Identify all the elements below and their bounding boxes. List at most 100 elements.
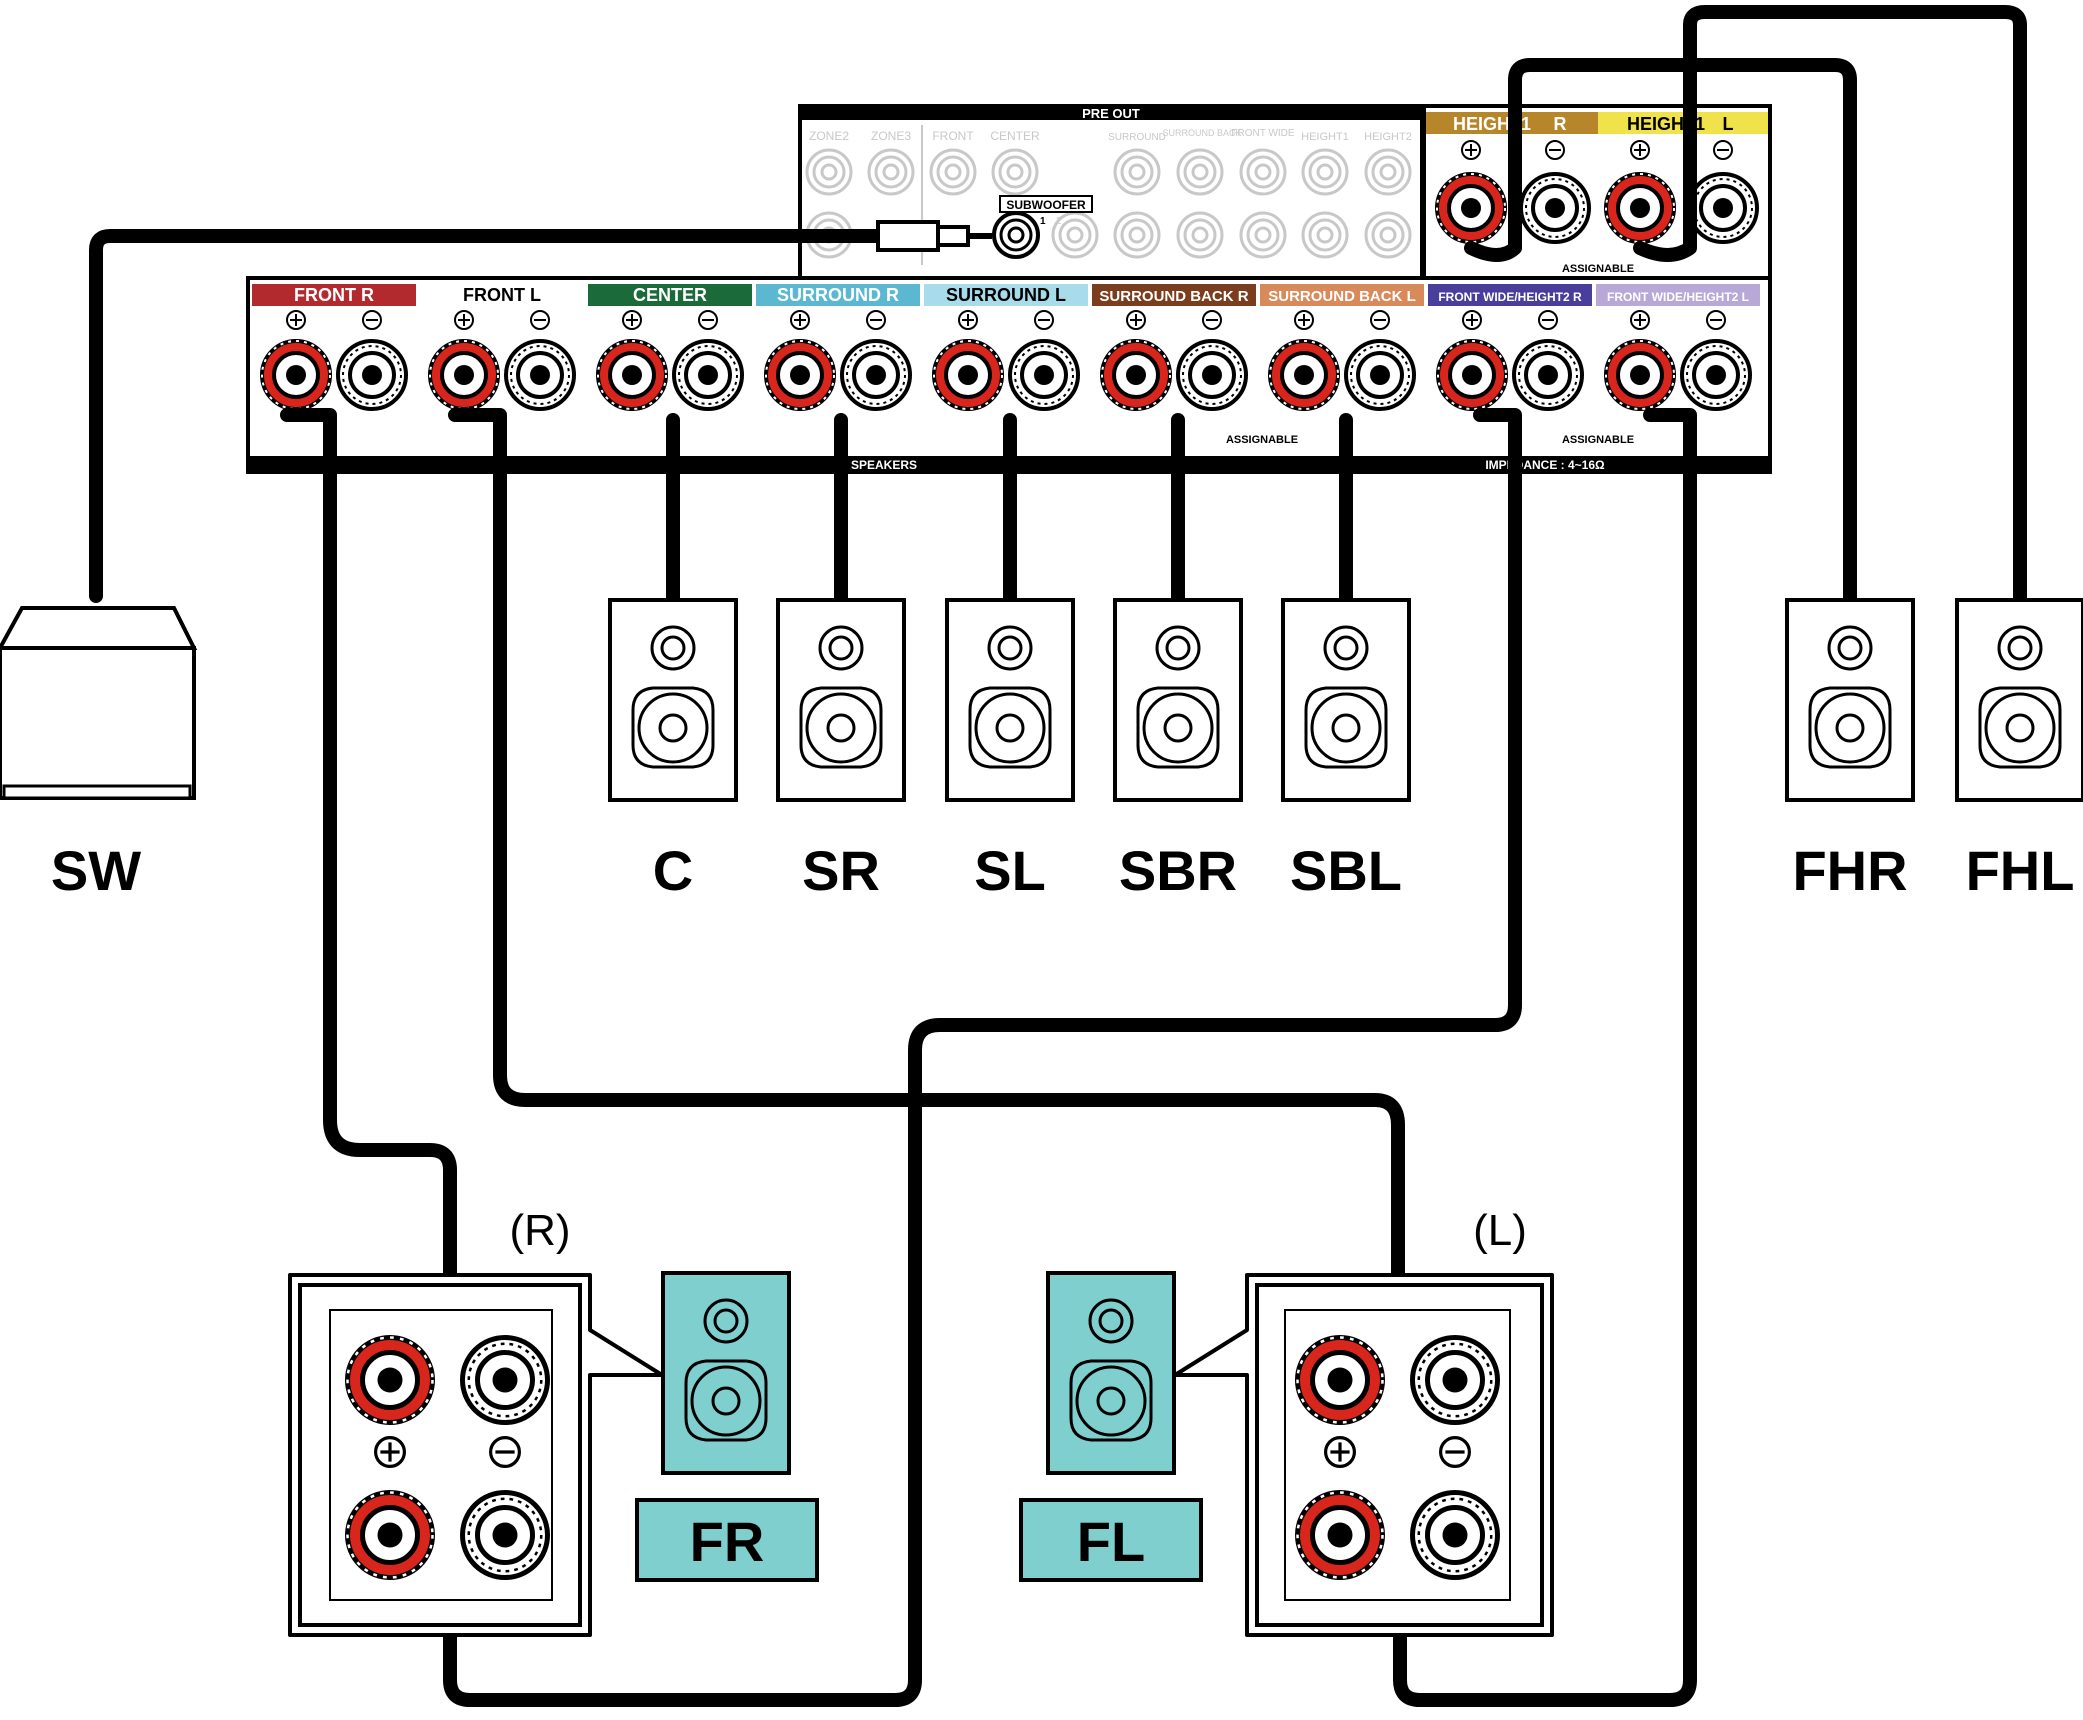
- binding-post-icon[interactable]: [1604, 172, 1676, 244]
- plus-icon: [286, 310, 306, 330]
- pre-out-label: ZONE2: [809, 129, 849, 143]
- pre-out-jack[interactable]: [1364, 148, 1412, 196]
- binding-post-icon[interactable]: [463, 1493, 548, 1578]
- pre-out-jack[interactable]: [1301, 148, 1349, 196]
- binding-post-icon[interactable]: [672, 339, 744, 411]
- minus-icon: [1438, 1436, 1472, 1469]
- binding-post-icon[interactable]: [1519, 172, 1591, 244]
- minus-icon: [1202, 310, 1222, 330]
- binding-post-icon[interactable]: [1176, 339, 1248, 411]
- plus-icon: [1461, 140, 1481, 160]
- height1-r-side: R: [1554, 114, 1567, 134]
- binding-post-icon[interactable]: [1344, 339, 1416, 411]
- binding-post-icon[interactable]: [764, 339, 836, 411]
- plus-icon: [1462, 310, 1482, 330]
- plus-icon: [622, 310, 642, 330]
- channel-mark-r: (R): [509, 1206, 570, 1255]
- speaker-icon: [1046, 1271, 1176, 1475]
- binding-post-icon[interactable]: [504, 339, 576, 411]
- assignable-label: ASSIGNABLE: [1226, 434, 1298, 446]
- pre-out-label: SURROUND: [1108, 132, 1166, 143]
- binding-post-icon[interactable]: [596, 339, 668, 411]
- pre-out-jack[interactable]: [1301, 211, 1349, 259]
- binding-post-icon[interactable]: [1268, 339, 1340, 411]
- pre-out-jack[interactable]: [1113, 211, 1161, 259]
- pre-out-jack[interactable]: [867, 148, 915, 196]
- binding-post-icon[interactable]: [1604, 339, 1676, 411]
- minus-icon: [1713, 140, 1733, 160]
- minus-icon: [362, 310, 382, 330]
- subwoofer-cable: [89, 229, 887, 603]
- pre-out-jack[interactable]: [929, 148, 977, 196]
- minus-icon: [1370, 310, 1390, 330]
- pre-out-jack[interactable]: [991, 148, 1039, 196]
- height-speakers: FHR FHL: [1785, 598, 2083, 902]
- pre-out-label: HEIGHT1: [1301, 131, 1349, 143]
- minus-icon: [1034, 310, 1054, 330]
- speaker-label-sbl: SBL: [1290, 839, 1402, 902]
- binding-post-icon[interactable]: [1298, 1338, 1383, 1423]
- binding-post-icon[interactable]: [840, 339, 912, 411]
- pre-out-jack[interactable]: [1364, 211, 1412, 259]
- minus-icon: [489, 1436, 522, 1469]
- subwoofer-number: 1: [1040, 216, 1046, 227]
- pre-out-jack[interactable]: [1113, 148, 1161, 196]
- binding-post-icon[interactable]: [1687, 172, 1759, 244]
- channel-header: [252, 284, 416, 306]
- minus-icon: [1538, 310, 1558, 330]
- binding-post-icon[interactable]: [348, 1493, 433, 1578]
- minus-icon: [530, 310, 550, 330]
- channel-header-label: FRONT WIDE/HEIGHT2 L: [1607, 290, 1749, 304]
- binding-post-icon[interactable]: [336, 339, 408, 411]
- binding-post-icon[interactable]: [932, 339, 1004, 411]
- subwoofer-unit: SW: [0, 606, 198, 902]
- assignable-label: ASSIGNABLE: [1562, 434, 1634, 446]
- binding-post-icon[interactable]: [463, 1338, 548, 1423]
- channel-header: [1596, 284, 1760, 306]
- pre-out-jack[interactable]: [1239, 211, 1287, 259]
- impedance-label: IMPEDANCE : 4~16Ω: [1485, 458, 1605, 472]
- speaker-icon: [945, 598, 1075, 802]
- subwoofer-jack[interactable]: [992, 211, 1040, 259]
- pre-out-jack[interactable]: [805, 148, 853, 196]
- channel-header: [420, 284, 584, 306]
- pre-out-jack[interactable]: [1239, 148, 1287, 196]
- plus-icon: [374, 1436, 407, 1469]
- pre-out-jack[interactable]: [1176, 148, 1224, 196]
- sw-label: SW: [51, 839, 141, 902]
- speaker-wires: [89, 5, 2027, 1707]
- minus-icon: [866, 310, 886, 330]
- pre-out-label: CENTER: [990, 129, 1040, 143]
- binding-post-icon[interactable]: [348, 1338, 433, 1423]
- binding-post-icon[interactable]: [1298, 1493, 1383, 1578]
- speaker-icon: [776, 598, 906, 802]
- binding-post-icon[interactable]: [1100, 339, 1172, 411]
- subwoofer-label: SUBWOOFER: [1006, 198, 1086, 212]
- binding-post-icon[interactable]: [1413, 1338, 1498, 1423]
- speaker-icon: [1955, 598, 2083, 802]
- pre-out-jack[interactable]: [1176, 211, 1224, 259]
- binding-post-icon[interactable]: [1680, 339, 1752, 411]
- binding-post-icon[interactable]: [1512, 339, 1584, 411]
- channel-header-label: FRONT R: [294, 285, 374, 305]
- height1-l-side: L: [1723, 114, 1734, 134]
- binding-post-icon[interactable]: [1008, 339, 1080, 411]
- speaker-label-fhr: FHR: [1792, 839, 1907, 902]
- rca-plug-icon: [876, 220, 992, 252]
- channel-header-label: SURROUND BACK L: [1268, 288, 1416, 305]
- plus-icon: [1126, 310, 1146, 330]
- channel-header: [1428, 284, 1592, 306]
- channel-header: [1260, 284, 1424, 306]
- plus-icon: [1630, 310, 1650, 330]
- speaker-icon: [1113, 598, 1243, 802]
- channel-mark-l: (L): [1473, 1206, 1527, 1255]
- speaker-icon: [608, 598, 738, 802]
- channel-header-label: FRONT L: [463, 285, 541, 305]
- binding-post-icon[interactable]: [1413, 1493, 1498, 1578]
- binding-post-icon[interactable]: [428, 339, 500, 411]
- front-r-speaker: (R) FR: [288, 1206, 819, 1637]
- binding-post-icon[interactable]: [1436, 339, 1508, 411]
- binding-post-icon[interactable]: [1435, 172, 1507, 244]
- binding-post-icon[interactable]: [260, 339, 332, 411]
